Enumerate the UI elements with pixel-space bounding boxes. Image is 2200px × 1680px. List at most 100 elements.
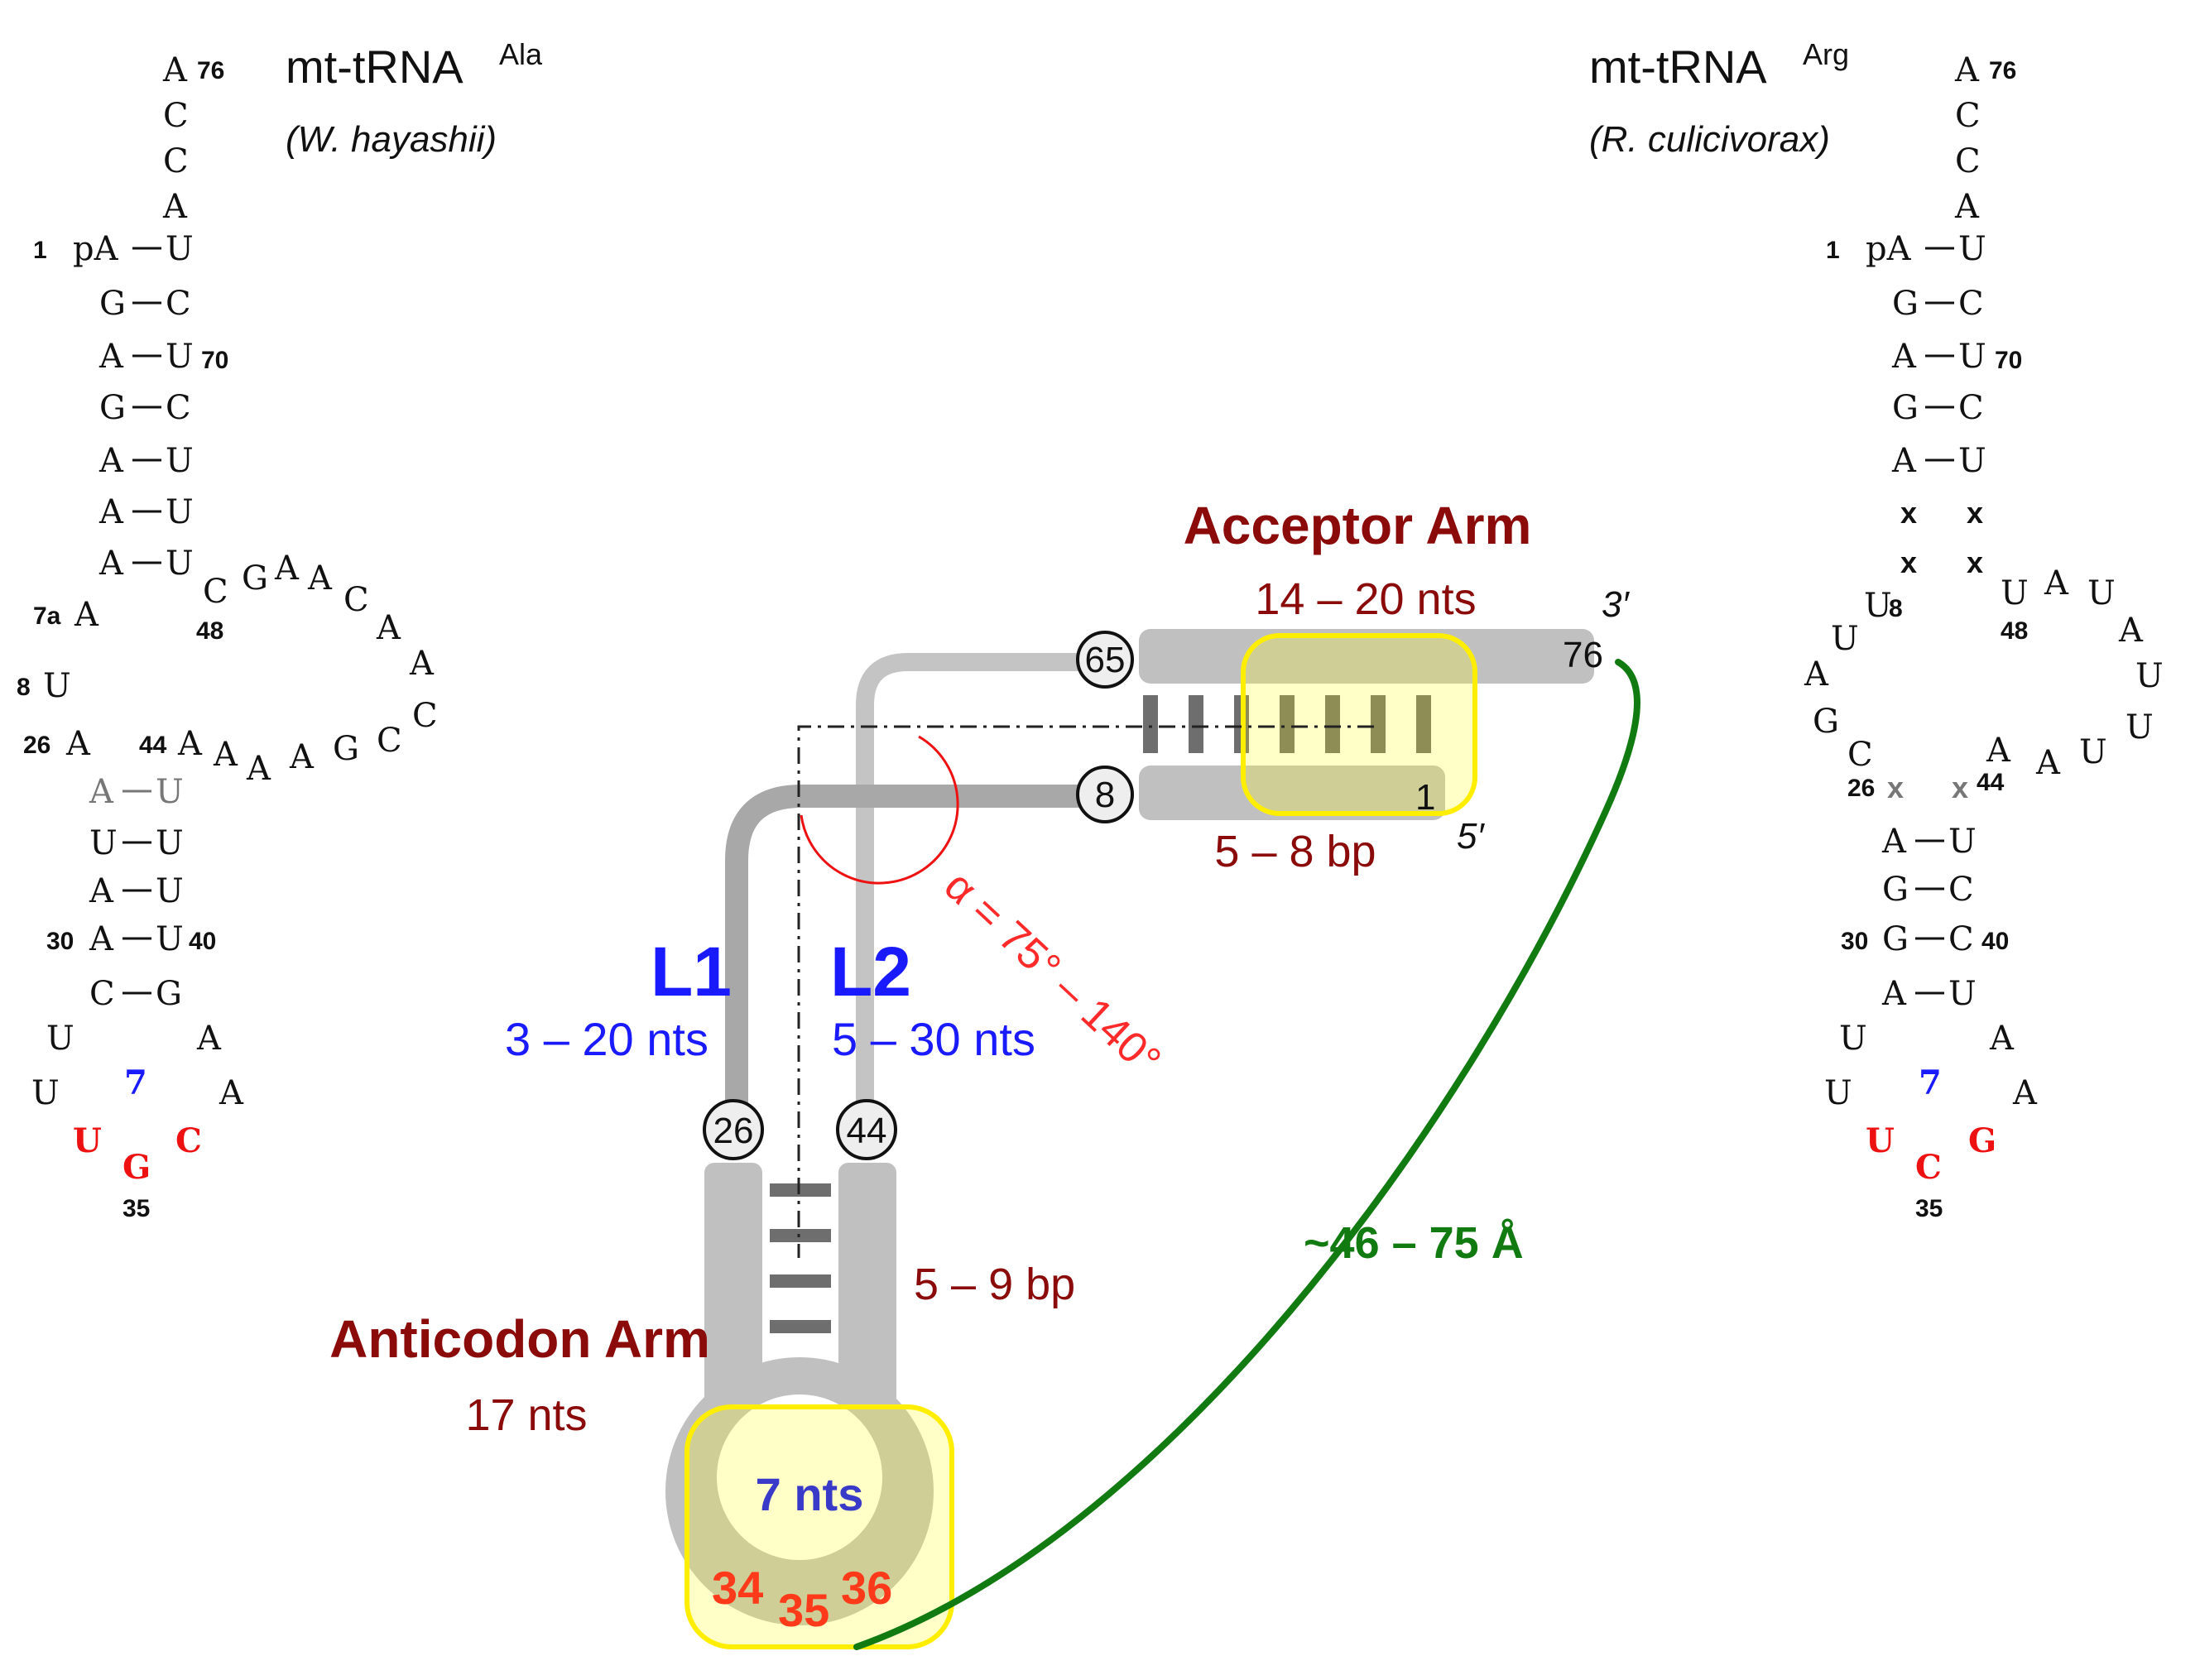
left-title: mt-tRNA — [286, 41, 464, 93]
linker-l1 — [725, 785, 1092, 1137]
nt: A — [2044, 564, 2069, 602]
linker-l2-nts: 5 – 30 nts — [832, 1013, 1035, 1065]
num-label: 8 — [1889, 595, 1903, 622]
base-pair-bar — [770, 1183, 831, 1197]
num-label: 35 — [122, 1195, 150, 1222]
nt: A — [177, 725, 203, 763]
nt: C — [203, 573, 228, 611]
nt: A — [1891, 442, 1917, 480]
nt: U — [1831, 620, 1859, 658]
num-label: 70 — [201, 347, 228, 374]
acceptor-arm-title: Acceptor Arm — [1184, 496, 1532, 555]
anticodon-nt: U — [1866, 1121, 1895, 1160]
end-5-prime: 5′ — [1457, 816, 1485, 857]
nt: U — [166, 442, 194, 480]
nt: G — [99, 285, 126, 323]
axis-lines — [797, 725, 1374, 1258]
nt: A — [376, 609, 401, 647]
nt: U — [2087, 574, 2116, 612]
num-label: 26 — [1847, 775, 1875, 802]
nt: A — [1804, 655, 1829, 694]
nt: U — [166, 493, 194, 531]
nt: U — [2126, 708, 2154, 746]
num-label: 30 — [46, 928, 74, 955]
nt: A — [89, 773, 114, 811]
right-title: mt-tRNA — [1589, 41, 1767, 93]
nt: C — [1958, 285, 1984, 323]
position-1: 1 — [1415, 777, 1435, 818]
nt: A — [196, 1020, 222, 1058]
nt: A — [219, 1074, 244, 1112]
distance-curve — [853, 659, 1640, 1650]
anticodon-3-strand — [838, 1163, 896, 1407]
nt: C — [1847, 736, 1873, 774]
anticodon-nt: U — [73, 1121, 102, 1160]
nt: G — [1813, 703, 1839, 741]
missing-nt: x — [1900, 545, 1917, 579]
nt: A — [162, 51, 188, 89]
nt: A — [1891, 338, 1917, 376]
anticodon-36: 36 — [841, 1562, 892, 1614]
position-44: 44 — [847, 1111, 887, 1151]
position-marker — [703, 1099, 764, 1160]
nt: A — [1881, 823, 1907, 861]
nt: U — [2079, 733, 2107, 771]
nt: A — [213, 736, 238, 774]
anticodon-nt: C — [1915, 1148, 1942, 1187]
anticodon-nt: G — [122, 1148, 151, 1187]
nt: U — [1958, 338, 1986, 376]
nt: U — [1839, 1020, 1867, 1058]
nt: A — [409, 645, 435, 683]
nt: C — [1955, 142, 1981, 180]
nt: A — [1881, 975, 1907, 1013]
anticodon-nt: G — [1968, 1121, 1996, 1160]
position-marker — [1076, 631, 1134, 689]
anticodon-5-strand — [704, 1163, 762, 1407]
nt: G — [1882, 871, 1909, 909]
base-pair-bar — [770, 1274, 831, 1288]
nt: C — [1948, 871, 1974, 909]
base-pair-bar — [1416, 695, 1431, 753]
missing-nt: x — [1887, 770, 1904, 804]
nt: C — [163, 97, 189, 135]
num-label: 70 — [1995, 347, 2022, 374]
base-pair-bar — [1280, 695, 1295, 753]
nt: U — [1958, 230, 1986, 268]
nt: U — [1958, 442, 1986, 480]
num-label: 30 — [1841, 928, 1868, 955]
nt: U — [1948, 823, 1977, 861]
linker-l2 — [856, 653, 1089, 1135]
right-trna: mt-tRNA Arg (R. culicivorax) A 76 C C A … — [1589, 37, 2164, 1222]
acceptor-5-strand — [1139, 766, 1445, 820]
acceptor-3-strand — [1139, 629, 1594, 684]
num-label: 1 — [1826, 237, 1840, 264]
nt: G — [1892, 389, 1919, 427]
nt: U — [166, 545, 194, 583]
missing-nt: x — [1967, 496, 1983, 530]
nt: C — [1948, 920, 1974, 958]
num-label: 7a — [33, 602, 61, 630]
nt: G — [1882, 920, 1909, 958]
anticodon-nt: C — [175, 1121, 202, 1160]
nt: pA — [73, 230, 119, 268]
nt: A — [1989, 1020, 2015, 1058]
nt: A — [1954, 51, 1980, 89]
base-pair-bar — [1371, 695, 1386, 753]
nt: A — [98, 545, 124, 583]
nt: C — [1955, 97, 1981, 135]
angle-arc — [800, 735, 959, 885]
base-pair-bar — [770, 1320, 831, 1333]
nt: U — [89, 824, 118, 862]
nt: A — [65, 725, 91, 763]
nt: U — [1864, 587, 1892, 625]
distance-label: ~46 – 75 Å — [1304, 1218, 1524, 1268]
num-label: 44 — [1977, 769, 2005, 796]
missing-nt: x — [1967, 545, 1983, 579]
anticodon-arm-title: Anticodon Arm — [329, 1309, 710, 1369]
anticodon-bp: 5 – 9 bp — [914, 1260, 1075, 1309]
num-label: 44 — [139, 732, 167, 759]
nt: G — [333, 730, 359, 768]
nt: U — [156, 920, 184, 958]
nt: C — [89, 975, 115, 1013]
